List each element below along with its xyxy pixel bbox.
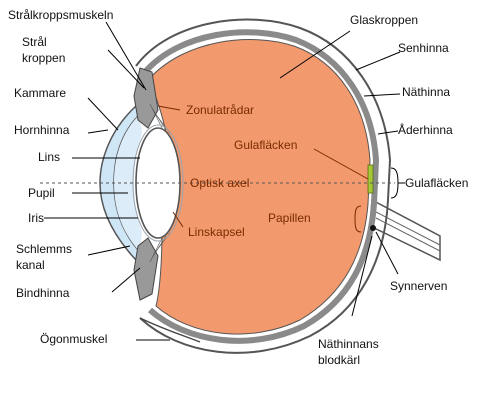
label-synnerven: Synnerven — [390, 279, 447, 293]
label-pupil: Pupil — [28, 186, 55, 200]
label-kroppen: kroppen — [22, 51, 65, 65]
fovea-marker — [367, 164, 374, 194]
label-senhinna: Senhinna — [398, 41, 449, 55]
eye-muscle — [139, 317, 201, 343]
label-bindhinna: Bindhinna — [16, 286, 70, 300]
label-glaskroppen: Glaskroppen — [350, 13, 418, 27]
label-kammare: Kammare — [14, 86, 66, 100]
optic-disc — [370, 225, 376, 231]
label-nathinnans: Näthinnans — [318, 337, 379, 351]
label-gulaflacken-outer: Gulafläcken — [405, 176, 468, 190]
label-papillen: Papillen — [268, 211, 311, 225]
label-stral: Strål — [22, 35, 47, 49]
label-lins: Lins — [38, 150, 60, 164]
retina-band — [142, 29, 380, 344]
label-stralkroppsmuskeln: Strålkroppsmuskeln — [8, 8, 113, 22]
label-gulaflacken-inner: Gulafläcken — [234, 138, 297, 152]
label-optisk-axel: Optisk axel — [190, 176, 249, 190]
papilla-bracket — [354, 205, 362, 233]
label-zonulatradar: Zonulatrådar — [186, 103, 254, 117]
optic-nerve — [369, 198, 441, 262]
label-kanal: kanal — [16, 258, 45, 272]
label-ogonmuskel: Ögonmuskel — [40, 332, 107, 346]
label-nathinna: Näthinna — [402, 85, 450, 99]
leader-lines — [44, 21, 405, 341]
label-linskapsel: Linskapsel — [188, 225, 245, 239]
label-aderhinna: Åderhinna — [398, 122, 453, 137]
label-hornhinna: Hornhinna — [14, 123, 70, 137]
ciliary-body-lower — [133, 237, 159, 301]
label-schlemms: Schlemms — [16, 242, 72, 256]
sclera — [135, 18, 392, 354]
label-iris: Iris — [28, 211, 44, 225]
ciliary-body-upper — [133, 67, 159, 129]
label-blodkarl: blodkärl — [318, 353, 360, 367]
